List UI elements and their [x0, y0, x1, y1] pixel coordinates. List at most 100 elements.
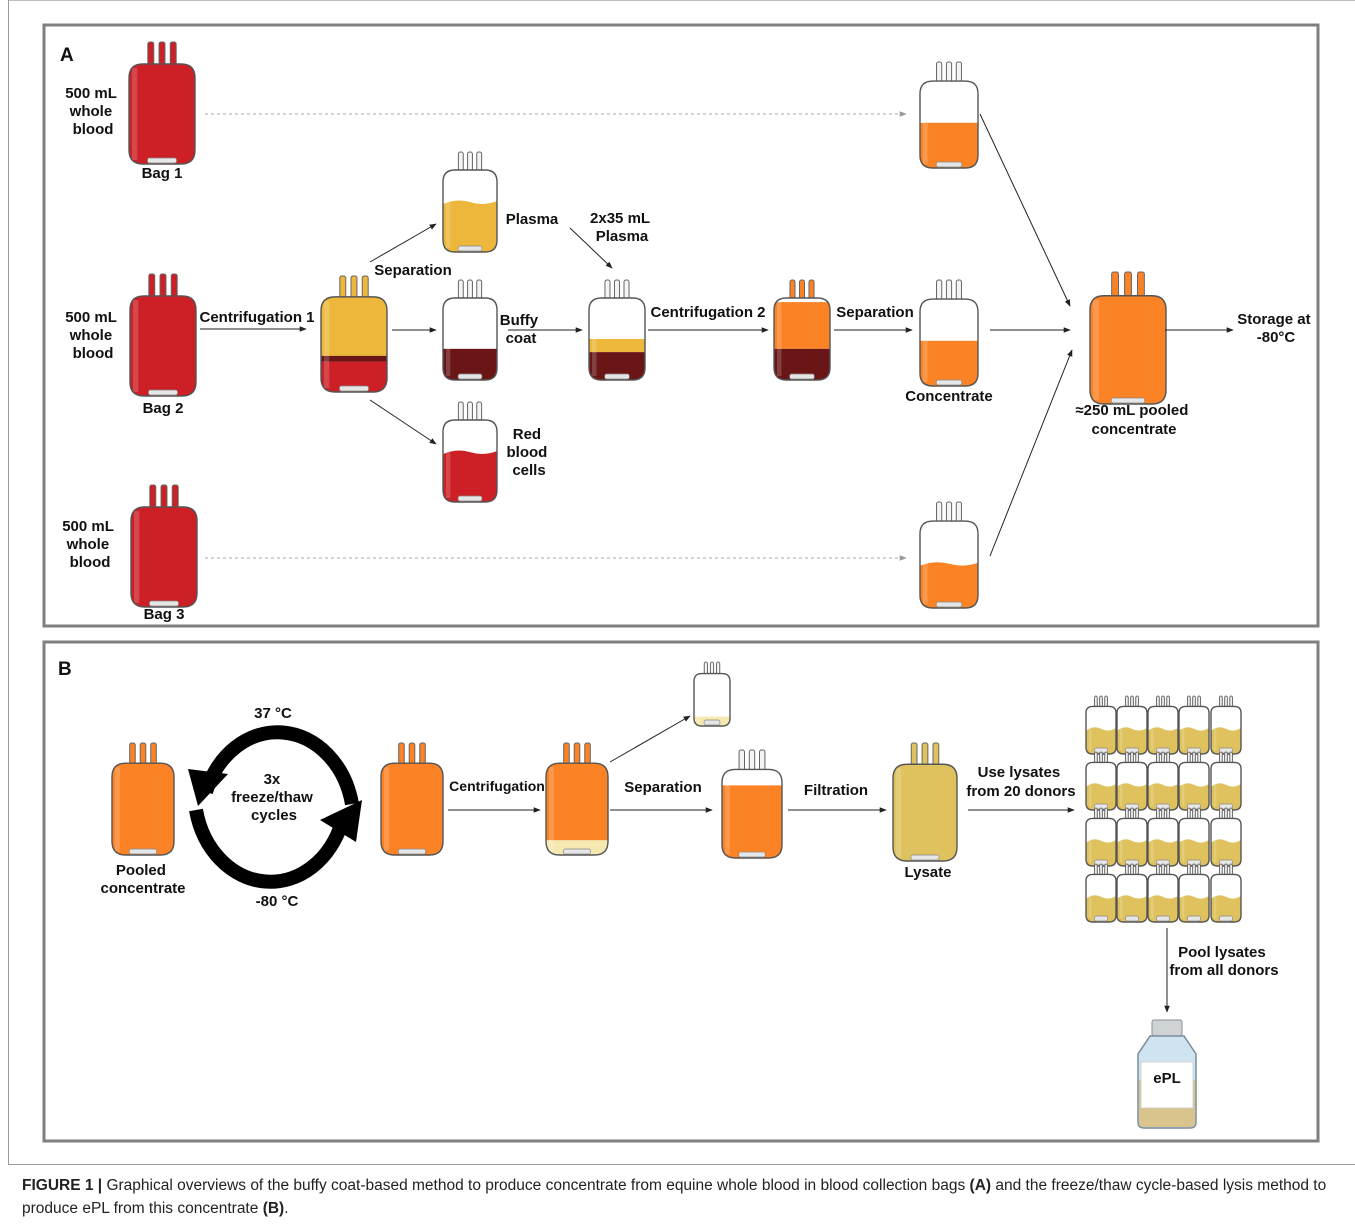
donor-lysate-bag-11 [1085, 807, 1117, 867]
bag-concentrate-2 [919, 279, 979, 387]
donor-lysate-bag-12 [1116, 807, 1148, 867]
bag-port [150, 742, 157, 766]
donor-lysate-bag-19 [1178, 863, 1210, 923]
donor-lysate-bag-4 [1178, 695, 1210, 755]
red-blood-cells-label: Red blood cells [507, 426, 552, 479]
temp-cold-label: -80 °C [256, 893, 299, 910]
panel-a-labels: 500 mL whole blood Bag 1 500 mL whole bl… [62, 85, 1315, 623]
figure-frame-left [8, 0, 9, 1165]
bag-port [148, 273, 156, 299]
bag-plasma [442, 151, 498, 253]
bag-port [945, 279, 953, 302]
arrow-conc3-to-pool [989, 349, 1073, 557]
caption-figure-label: FIGURE 1 | [22, 1177, 103, 1194]
bag3-volume-label: 500 mL whole blood [62, 518, 118, 571]
cycles-label: 3x freeze/thaw cycles [231, 771, 317, 824]
cycle-arrowhead-right [320, 800, 362, 842]
concentrate-label: Concentrate [905, 388, 993, 405]
bag-port [350, 275, 358, 300]
donor-lysate-bag-8 [1147, 751, 1179, 811]
panel-a-label: A [60, 45, 74, 66]
donor-lysate-bag-14 [1178, 807, 1210, 867]
caption-ref-b: (B) [262, 1200, 285, 1217]
donor-lysate-bag-2 [1116, 695, 1148, 755]
bag-port [467, 151, 473, 173]
centrifugation-2-label: Centrifugation 2 [651, 304, 766, 321]
bag-port [159, 273, 167, 299]
bag1-name: Bag 1 [142, 165, 183, 182]
bag3-name: Bag 3 [144, 606, 185, 623]
cycle-arrow-bottom [189, 808, 349, 889]
caption-text-2: and the freeze/thaw cycle-based lysis me… [22, 1177, 1327, 1217]
workflow-diagram: A B 500 mL whole blood Bag 1 500 mL whol… [42, 23, 1320, 1143]
cycle-arrow-top [199, 725, 359, 806]
bag-port [604, 279, 611, 301]
arrow-to-pellet-bag [609, 715, 691, 763]
centrifugation-b-label: Centrifugation [449, 778, 545, 794]
panel-b-labels: Pooled concentrate 37 °C -80 °C 3x freez… [100, 705, 1278, 979]
cycle-arrowhead-left [188, 769, 228, 806]
panel-b-arrows [448, 715, 1170, 1013]
bag-port [955, 501, 962, 524]
panel-b-label: B [58, 659, 72, 680]
bag-centrifuged-b [545, 742, 609, 856]
donor-lysate-bag-9 [1178, 751, 1210, 811]
bag-port [789, 279, 796, 301]
bag-freeze-thawed [380, 742, 444, 856]
plasma-addition-label: 2x35 mL Plasma [590, 210, 654, 245]
bag-port [808, 279, 815, 301]
bag-port [139, 742, 147, 766]
bag-port [476, 279, 483, 301]
bag-port [955, 61, 962, 84]
donor-lysate-bag-10 [1210, 751, 1242, 811]
bag-port [1124, 271, 1132, 298]
bag-port [171, 484, 179, 510]
bag-buffy-plus-plasma [588, 279, 646, 381]
caption-ref-a: (A) [969, 1177, 992, 1194]
caption-end: . [284, 1200, 289, 1217]
bag-port [945, 501, 953, 524]
bag-buffy-coat [442, 279, 498, 381]
bag-pooled-concentrate-b [111, 742, 175, 856]
bag-centrifuged-2 [773, 279, 831, 381]
use-lysates-label: Use lysates from 20 donors [966, 764, 1075, 800]
donor-lysate-bag-13 [1147, 807, 1179, 867]
bag-3-whole-blood [130, 484, 198, 608]
bag-port [748, 749, 756, 772]
bag-port [408, 742, 416, 766]
arrow-to-red-cells [369, 399, 437, 445]
bottle-label-patch [1140, 1061, 1194, 1109]
bag-port [339, 275, 347, 300]
separation-1-label: Separation [374, 262, 452, 279]
bag-port [467, 401, 473, 423]
bag-port [476, 401, 483, 423]
bag-pellet [693, 661, 731, 727]
pool-lysates-label: Pool lysates from all donors [1169, 944, 1278, 979]
separation-2-label: Separation [836, 304, 914, 321]
donor-lysate-bag-16 [1085, 863, 1117, 923]
bag-1-whole-blood [128, 41, 196, 165]
bag-lysate [892, 742, 958, 862]
bag-port [160, 484, 168, 510]
donor-lysate-bag-5 [1210, 695, 1242, 755]
bag-port [467, 279, 473, 301]
arrow-plasma-addition [569, 227, 613, 269]
bag-port [936, 279, 943, 302]
bag-centrifuged [320, 275, 388, 393]
pooled-concentrate-label: ≈250 mL pooled concentrate [1075, 402, 1192, 438]
bag-port [476, 151, 483, 173]
donor-lysate-bag-17 [1116, 863, 1148, 923]
bag-port [457, 401, 464, 423]
donor-lysate-bag-1 [1085, 695, 1117, 755]
bag-port [921, 742, 929, 767]
arrow-conc1-to-pool [979, 113, 1071, 307]
bag-port [798, 279, 806, 301]
storage-label: Storage at -80°C [1237, 311, 1315, 346]
bag1-volume-label: 500 mL whole blood [65, 85, 121, 138]
bag-port [573, 742, 581, 766]
bag-port [563, 742, 570, 766]
panel-a-arrows [200, 111, 1234, 561]
panel-a-frame [42, 23, 1320, 628]
blood-bags [111, 41, 1242, 923]
bag-pooled-concentrate [1089, 271, 1167, 405]
